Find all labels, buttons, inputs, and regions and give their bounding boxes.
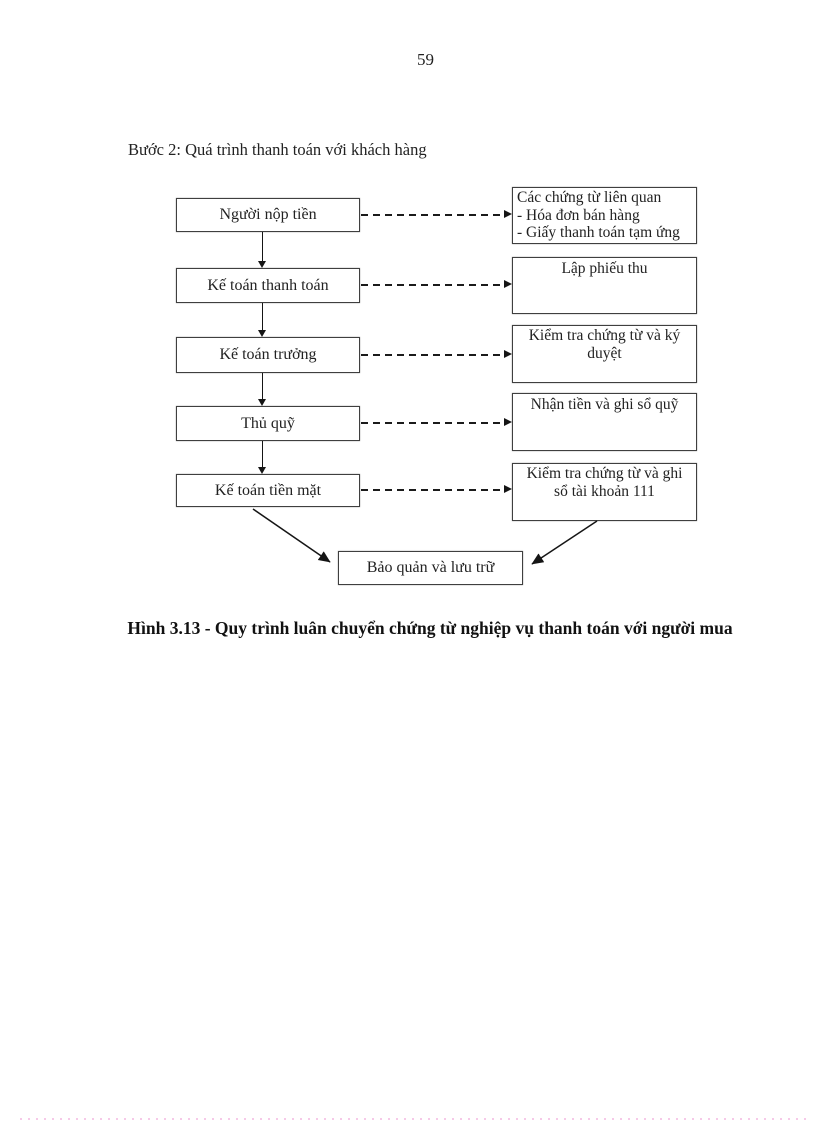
flow-box-lap-phieu-thu: Lập phiếu thu [512,257,697,314]
figure-caption: Hình 3.13 - Quy trình luân chuyển chứng … [127,618,733,638]
flow-box-line: Các chứng từ liên quan [517,189,662,206]
flow-box-label: Kế toán tiền mặt [214,481,322,499]
flow-box-ke-toan-thanh-toan: Kế toán thanh toán [176,268,360,303]
flow-box-label: Nhận tiền và ghi sổ quỹ [530,396,679,413]
page-number: 59 [417,50,434,69]
flow-box-label: Kiểm tra chứng từ và ghi sổ tài khoản 11… [526,465,683,500]
flow-box-kiem-tra-ky-duyet: Kiểm tra chứng từ và ký duyệt [512,325,697,383]
flow-box-label: Kế toán thanh toán [207,276,329,294]
flow-box-ke-toan-truong: Kế toán trưởng [176,337,360,373]
dashed-arrow-right-icon [361,211,512,218]
flow-box-nguoi-nop-tien: Người nộp tiền [176,198,360,232]
arrow-down-icon [257,303,266,337]
flow-box-label: Thủ quỹ [241,414,295,432]
flow-box-ghi-so-tai-khoan-111: Kiểm tra chứng từ và ghi sổ tài khoản 11… [512,463,697,521]
dashed-arrow-right-icon [361,486,512,493]
diagonal-arrow-left-icon [252,508,331,563]
flow-box-label: Kế toán trưởng [219,346,317,363]
flow-box-label: Người nộp tiền [219,206,317,223]
arrow-down-icon [257,373,266,406]
flow-box-label: Bảo quản và lưu trữ [366,559,495,576]
arrow-down-icon [257,441,266,474]
diagonal-arrow-right-icon [531,520,598,565]
flow-box-thu-quy: Thủ quỹ [176,406,360,441]
step-title: Bước 2: Quá trình thanh toán với khách h… [128,140,427,159]
arrow-down-icon [257,232,266,268]
dashed-arrow-right-icon [361,351,512,358]
footer-dotted-line [20,1118,808,1120]
flow-box-label: Kiểm tra chứng từ và ký duyệt [528,327,681,362]
flow-box-nhan-tien-ghi-so-quy: Nhận tiền và ghi sổ quỹ [512,393,697,451]
dashed-arrow-right-icon [361,419,512,426]
flow-box-line: - Hóa đơn bán hàng [517,206,640,224]
flow-box-line: - Giấy thanh toán tạm ứng [517,224,680,241]
flow-box-bao-quan-luu-tru: Bảo quản và lưu trữ [338,551,523,585]
flow-box-chung-tu-lien-quan: Các chứng từ liên quan - Hóa đơn bán hàn… [512,187,697,244]
flow-box-ke-toan-tien-mat: Kế toán tiền mặt [176,474,360,507]
dashed-arrow-right-icon [361,281,512,288]
flow-box-label: Lập phiếu thu [561,260,648,277]
